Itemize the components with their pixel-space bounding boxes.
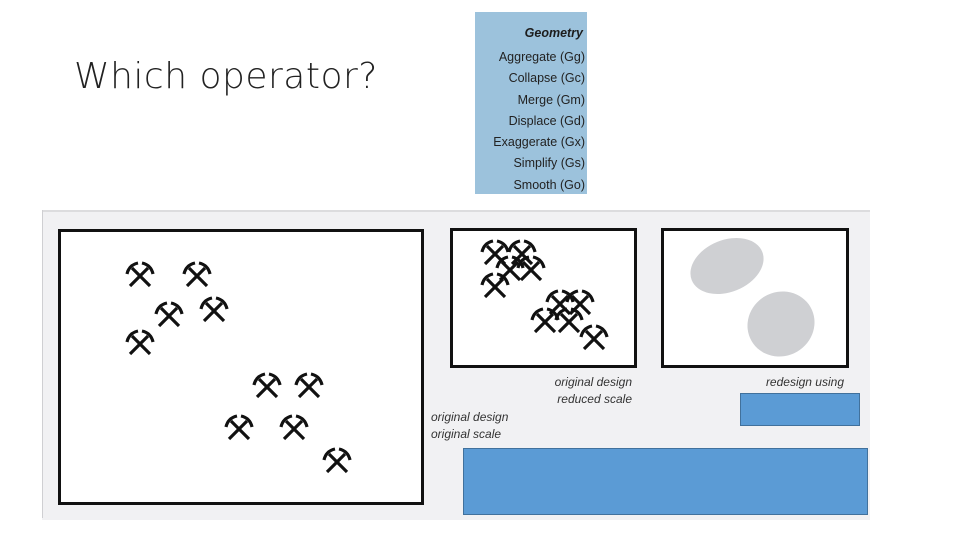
operator-smooth: Smooth (Go) bbox=[513, 177, 585, 192]
crossed-pickaxes-icon bbox=[125, 329, 155, 356]
aggregated-area-1 bbox=[690, 238, 764, 294]
operator-answer-box[interactable] bbox=[740, 393, 860, 426]
redesign-blobs bbox=[690, 238, 815, 357]
reduced-scale-symbols bbox=[480, 239, 609, 351]
caption-reduced: original design reduced scale bbox=[540, 374, 632, 408]
crossed-pickaxes-icon bbox=[182, 261, 212, 288]
crossed-pickaxes-icon bbox=[125, 261, 155, 288]
caption-redesign-line1: redesign using bbox=[765, 375, 844, 389]
crossed-pickaxes-icon bbox=[480, 239, 510, 266]
operator-merge: Merge (Gm) bbox=[517, 92, 585, 107]
operator-exaggerate: Exaggerate (Gx) bbox=[493, 135, 585, 150]
caption-reduced-line2: reduced scale bbox=[557, 392, 632, 406]
crossed-pickaxes-icon bbox=[224, 414, 254, 441]
operators-panel: Geometry Aggregate (Gg) Collapse (Gc) Me… bbox=[475, 12, 587, 194]
crossed-pickaxes-icon bbox=[516, 255, 546, 282]
caption-original: original design original scale bbox=[431, 409, 508, 443]
operator-displace: Displace (Gd) bbox=[508, 113, 585, 128]
caption-original-line2: original scale bbox=[431, 427, 502, 441]
operator-aggregate: Aggregate (Gg) bbox=[498, 50, 585, 64]
caption-redesign: redesign using bbox=[740, 374, 844, 391]
operators-heading: Geometry bbox=[524, 26, 583, 40]
crossed-pickaxes-icon bbox=[199, 296, 229, 323]
figure-edge bbox=[42, 210, 43, 518]
crossed-pickaxes-icon bbox=[530, 307, 560, 334]
crossed-pickaxes-icon bbox=[154, 301, 184, 328]
caption-reduced-line1: original design bbox=[554, 375, 632, 389]
crossed-pickaxes-icon bbox=[322, 447, 352, 474]
original-scale-map bbox=[58, 229, 424, 505]
original-scale-symbols bbox=[125, 261, 352, 474]
crossed-pickaxes-icon bbox=[252, 372, 282, 399]
operator-simplify: Simplify (Gs) bbox=[513, 156, 585, 171]
crossed-pickaxes-icon bbox=[279, 414, 309, 441]
crossed-pickaxes-icon bbox=[294, 372, 324, 399]
operators-list: Aggregate (Gg) Collapse (Gc) Merge (Gm) … bbox=[493, 47, 587, 196]
operator-collapse: Collapse (Gc) bbox=[508, 71, 585, 86]
crossed-pickaxes-icon bbox=[480, 272, 510, 299]
caption-original-line1: original design bbox=[431, 410, 509, 424]
aggregated-area-2 bbox=[747, 291, 815, 357]
explanation-box[interactable] bbox=[463, 448, 868, 515]
crossed-pickaxes-icon bbox=[579, 324, 609, 351]
page-title: Which operator? bbox=[74, 56, 378, 97]
